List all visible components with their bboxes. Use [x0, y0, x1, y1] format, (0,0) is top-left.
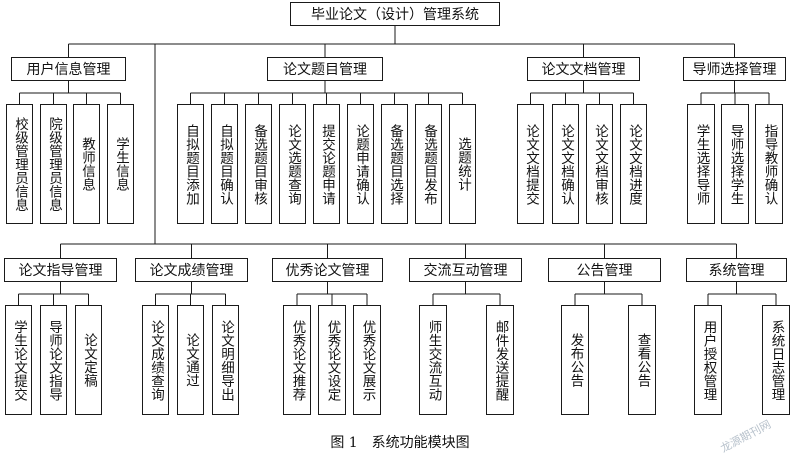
leaf-node: 备选题目选择: [381, 104, 408, 224]
leaf-node: 校级管理员信息: [6, 104, 33, 224]
leaf-node: 学生信息: [107, 104, 134, 224]
group-node-excellent: 优秀论文管理: [272, 258, 383, 282]
leaf-node: 查看公告: [628, 305, 656, 415]
group-node-system: 系统管理: [686, 258, 787, 282]
leaf-node: 院级管理员信息: [40, 104, 67, 224]
leaf-node: 自拟题目确认: [211, 104, 238, 224]
leaf-node: 论文通过: [177, 305, 204, 415]
leaf-node: 邮件发送提醒: [486, 305, 514, 415]
leaf-node: 学生论文提交: [5, 305, 32, 415]
leaf-node: 导师论文指导: [40, 305, 67, 415]
group-node-document: 论文文档管理: [527, 57, 640, 81]
leaf-node: 用户授权管理: [694, 305, 722, 415]
leaf-node: 指导教师确认: [755, 104, 783, 224]
group-node-guidance: 论文指导管理: [4, 258, 117, 282]
leaf-node: 导师选择学生: [721, 104, 749, 224]
group-node-topic: 论文题目管理: [267, 57, 383, 81]
leaf-node: 系统日志管理: [762, 305, 790, 415]
leaf-node: 论文文档进度: [620, 104, 647, 224]
leaf-node: 论题申请确认: [347, 104, 374, 224]
leaf-node: 教师信息: [73, 104, 100, 224]
leaf-node: 备选题目发布: [415, 104, 442, 224]
leaf-node: 师生交流互动: [419, 305, 447, 415]
leaf-node: 选题统计: [449, 104, 476, 224]
leaf-node: 论文定稿: [75, 305, 102, 415]
root-node: 毕业论文（设计）管理系统: [290, 2, 500, 26]
leaf-node: 论文文档提交: [517, 104, 544, 224]
leaf-node: 论文明细导出: [212, 305, 239, 415]
figure-caption: 图 1 系统功能模块图: [0, 432, 800, 452]
figure-number: 图 1: [330, 435, 358, 451]
group-node-interaction: 交流互动管理: [409, 258, 522, 282]
group-node-announcement: 公告管理: [548, 258, 661, 282]
leaf-node: 备选题目审核: [245, 104, 272, 224]
leaf-node: 论文文档审核: [586, 104, 613, 224]
leaf-node: 提交论题申请: [313, 104, 340, 224]
leaf-node: 优秀论文推荐: [283, 305, 311, 415]
group-node-advisor: 导师选择管理: [683, 57, 786, 81]
group-node-grade: 论文成绩管理: [135, 258, 248, 282]
group-node-user-info: 用户信息管理: [11, 57, 126, 81]
leaf-node: 论文成绩查询: [142, 305, 169, 415]
leaf-node: 自拟题目添加: [177, 104, 204, 224]
figure-title: 系统功能模块图: [371, 435, 470, 451]
leaf-node: 优秀论文设定: [318, 305, 346, 415]
leaf-node: 论文选题查询: [279, 104, 306, 224]
leaf-node: 优秀论文展示: [353, 305, 381, 415]
leaf-node: 论文文档确认: [552, 104, 579, 224]
leaf-node: 发布公告: [561, 305, 589, 415]
leaf-node: 学生选择导师: [687, 104, 715, 224]
